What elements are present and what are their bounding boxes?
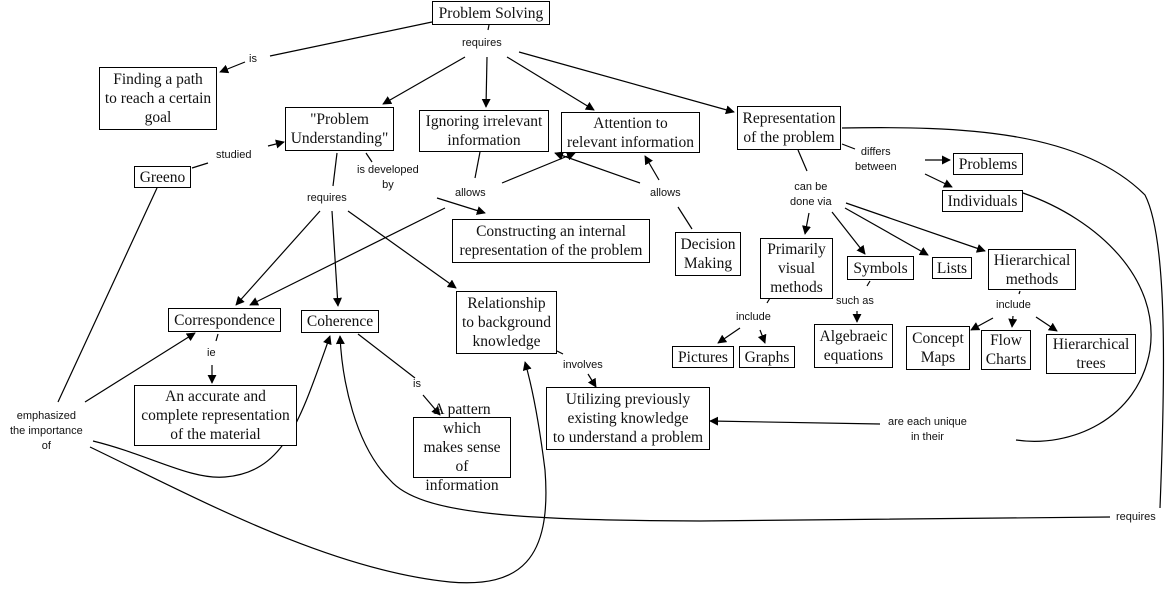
link-label-differs-between: differs between (855, 146, 897, 173)
edge-allows-attention2 (644, 155, 660, 181)
edge-dm-allows (677, 206, 693, 230)
edge-is-finding (219, 61, 246, 74)
node-graphs[interactable]: Graphs (739, 346, 795, 368)
edge-include-trees (1035, 316, 1058, 332)
edge-corr-ie (215, 333, 219, 342)
edge-req-relationship (347, 210, 457, 289)
edge-ps-is (269, 21, 433, 57)
node-relationship-background[interactable]: Relationship to background knowledge (456, 291, 557, 354)
edge-involves-utilizing (587, 373, 597, 388)
edge-allows-ignoring (554, 151, 641, 184)
edge-rep-requires (841, 127, 1165, 509)
node-attention-relevant[interactable]: Attention to relevant information (561, 112, 700, 153)
link-label-such-as: such as (836, 295, 874, 307)
edge-req-attention (506, 56, 595, 111)
node-lists[interactable]: Lists (932, 257, 972, 279)
node-representation[interactable]: Representation of the problem (737, 106, 841, 150)
node-algebraic-equations[interactable]: Algebraeic equations (814, 324, 893, 368)
edge-ps-requires (487, 24, 490, 31)
edge-rep-canbe (797, 149, 808, 172)
link-label-involves: involves (563, 359, 603, 371)
link-label-emphasized: emphasized the importance of (10, 410, 83, 452)
link-label-requires-top: requires (462, 37, 502, 49)
edge-canbe-lists (844, 207, 929, 256)
link-label-studied: studied (216, 149, 252, 161)
node-primarily-visual[interactable]: Primarily visual methods (760, 238, 833, 299)
node-problem-solving[interactable]: Problem Solving (432, 1, 550, 25)
link-label-is-coherence: is (413, 378, 421, 390)
node-finding-path[interactable]: Finding a path to reach a certain goal (99, 67, 217, 130)
edge-canbe-hier (845, 202, 986, 253)
link-label-is: is (249, 53, 257, 65)
node-utilizing-knowledge[interactable]: Utilizing previously existing knowledge … (546, 387, 710, 450)
edge-symbols-suchas (866, 280, 871, 287)
edge-req-representation (518, 51, 735, 115)
edge-allows-correspondence (249, 207, 446, 306)
edge-rep-differs (841, 143, 856, 150)
node-correspondence[interactable]: Correspondence (168, 308, 281, 332)
edge-canbe-visual (802, 212, 811, 235)
link-label-requires-pu: requires (307, 192, 347, 204)
node-pictures[interactable]: Pictures (672, 346, 734, 368)
edge-pu-requires (332, 152, 338, 187)
link-label-requires-right: requires (1116, 511, 1156, 523)
node-flow-charts[interactable]: Flow Charts (981, 330, 1031, 370)
link-label-are-each-unique: are each unique in their (888, 416, 967, 443)
edge-requires-coherence (335, 335, 1111, 522)
node-individuals[interactable]: Individuals (942, 190, 1023, 212)
link-label-is-developed-by: is developed by (357, 164, 419, 191)
edge-differs-individuals (924, 173, 953, 188)
edge-include-pictures (717, 327, 741, 344)
link-label-allows-left: allows (455, 187, 486, 199)
node-hierarchical-trees[interactable]: Hierarchical trees (1046, 334, 1136, 374)
node-constructing[interactable]: Constructing an internal representation … (452, 219, 650, 263)
edge-ignoring-allows (474, 151, 481, 179)
edge-ind-unique (1015, 192, 1152, 442)
link-label-include-visual: include (736, 311, 771, 323)
edge-studied-pu (267, 139, 285, 149)
edge-pu-developed (365, 152, 373, 163)
edge-hier-include (1018, 290, 1021, 295)
edge-include-flow (1008, 315, 1018, 328)
edge-emph-correspondence (84, 332, 196, 403)
node-decision-making[interactable]: Decision Making (675, 232, 741, 276)
node-coherence[interactable]: Coherence (301, 310, 379, 333)
link-label-ie: ie (207, 347, 216, 359)
node-problem-understanding[interactable]: "Problem Understanding" (285, 107, 394, 151)
edge-allows-constructing (436, 197, 486, 215)
edge-rel-involves (556, 350, 564, 355)
edge-emph-coherence (92, 335, 332, 478)
node-concept-maps[interactable]: Concept Maps (906, 326, 970, 370)
edge-req-correspondence (235, 210, 321, 306)
link-label-allows-right: allows (650, 187, 681, 199)
node-problems[interactable]: Problems (953, 153, 1023, 175)
edge-allows-attention (501, 151, 576, 184)
node-ignoring-irrelevant[interactable]: Ignoring irrelevant information (419, 110, 549, 152)
edge-req-pu (382, 56, 466, 105)
node-symbols[interactable]: Symbols (847, 256, 914, 280)
edge-include-graphs (757, 329, 767, 344)
edge-greeno-studied (191, 162, 209, 169)
link-label-include-hierarchical: include (996, 299, 1031, 311)
edge-is-pattern (422, 394, 441, 416)
node-pattern-information[interactable]: A pattern which makes sense of informati… (413, 401, 511, 494)
edge-greeno-emphasized (57, 187, 158, 403)
link-label-can-be-done-via: can be done via (790, 181, 832, 208)
node-accurate-representation[interactable]: An accurate and complete representation … (134, 385, 297, 446)
node-hierarchical-methods[interactable]: Hierarchical methods (988, 249, 1076, 290)
edge-emph-relationship (89, 361, 547, 584)
edge-canbe-symbols (831, 211, 866, 255)
edge-req-ignoring (481, 56, 491, 108)
edge-unique-utilizing (709, 416, 881, 426)
node-greeno[interactable]: Greeno (134, 166, 191, 188)
edge-coh-is (357, 333, 416, 379)
edge-req-coherence (331, 210, 342, 307)
edge-include-concept (970, 317, 994, 331)
